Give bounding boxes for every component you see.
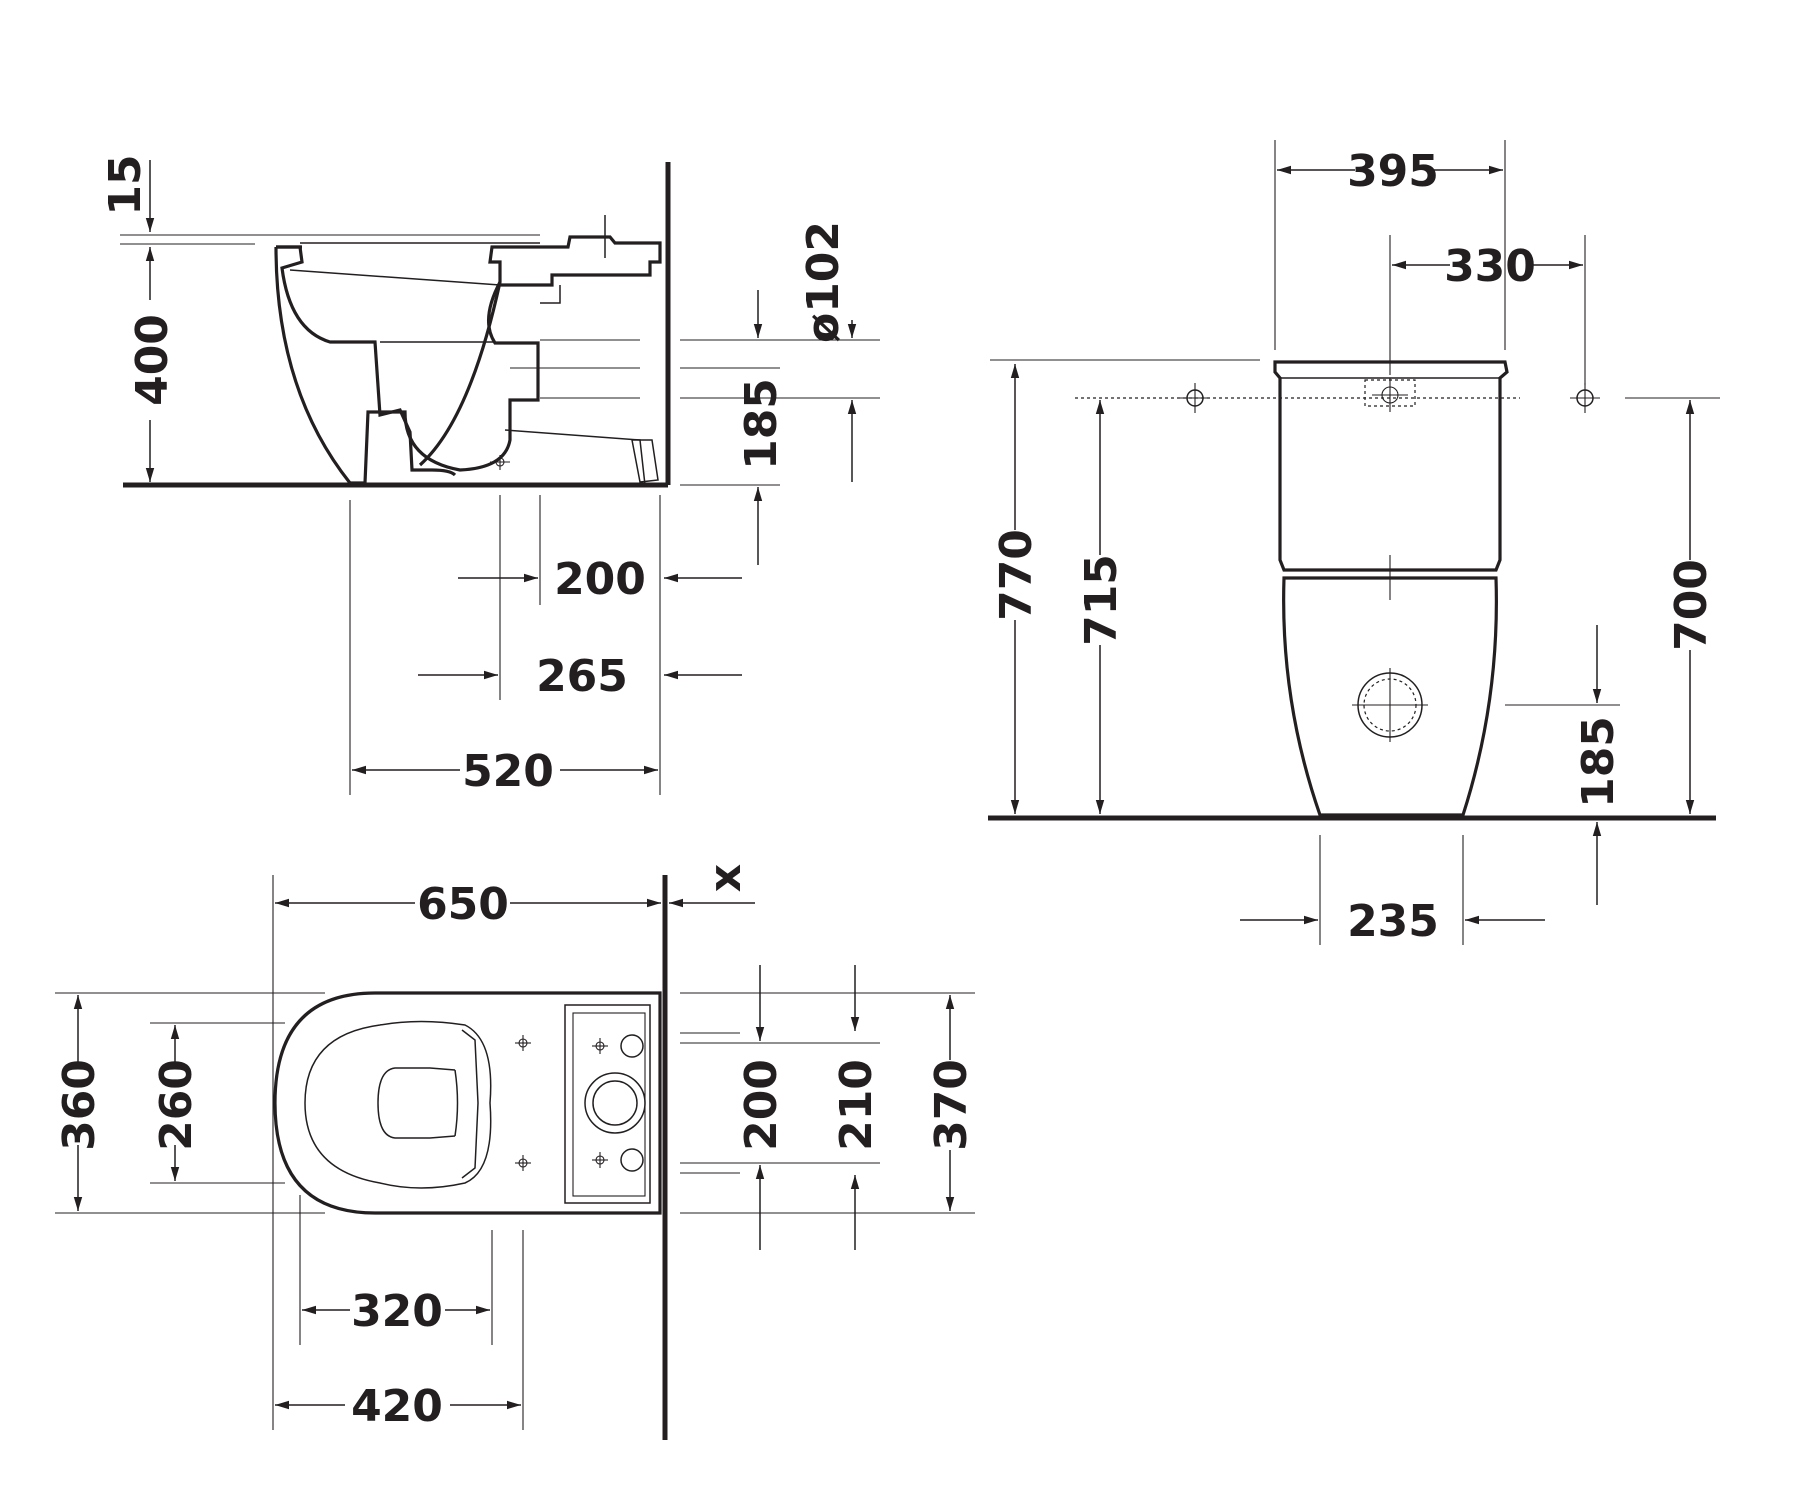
dim-265: 265 [536, 651, 628, 702]
dim-diameter-102: ø102 [798, 221, 849, 343]
dim-520: 520 [462, 746, 554, 797]
dim-x: x [700, 864, 751, 892]
dim-400: 400 [127, 314, 178, 406]
dim-715: 715 [1076, 554, 1127, 646]
dim-185-front: 185 [1573, 716, 1624, 808]
dim-320: 320 [351, 1286, 443, 1337]
side-toilet-body [274, 215, 662, 486]
dim-650: 650 [417, 879, 509, 930]
dim-235: 235 [1347, 896, 1439, 947]
front-bowl [1282, 555, 1498, 817]
dim-200-top: 200 [736, 1059, 787, 1151]
top-seat-fixing-points [515, 1035, 531, 1171]
dim-210: 210 [831, 1059, 882, 1151]
dim-700: 700 [1666, 559, 1717, 651]
dim-260: 260 [151, 1059, 202, 1151]
front-fixing-hole-right [1570, 383, 1600, 413]
dim-420: 420 [351, 1381, 443, 1432]
front-cistern [1273, 360, 1509, 572]
front-view: 395 330 770 715 700 185 235 [988, 140, 1720, 947]
dim-360: 360 [54, 1059, 105, 1151]
dim-770: 770 [991, 529, 1042, 621]
dim-395: 395 [1347, 146, 1439, 197]
dim-185-side: 185 [736, 378, 787, 470]
side-view: 15 400 ø102 185 200 265 520 [100, 154, 880, 797]
top-cistern [564, 1004, 651, 1204]
dim-15: 15 [100, 154, 151, 215]
top-view: 650 x 360 260 200 210 370 320 420 [54, 864, 977, 1440]
dim-200-side: 200 [554, 554, 646, 605]
top-bowl [273, 991, 662, 1215]
dim-370: 370 [926, 1059, 977, 1151]
dim-330: 330 [1444, 241, 1536, 292]
